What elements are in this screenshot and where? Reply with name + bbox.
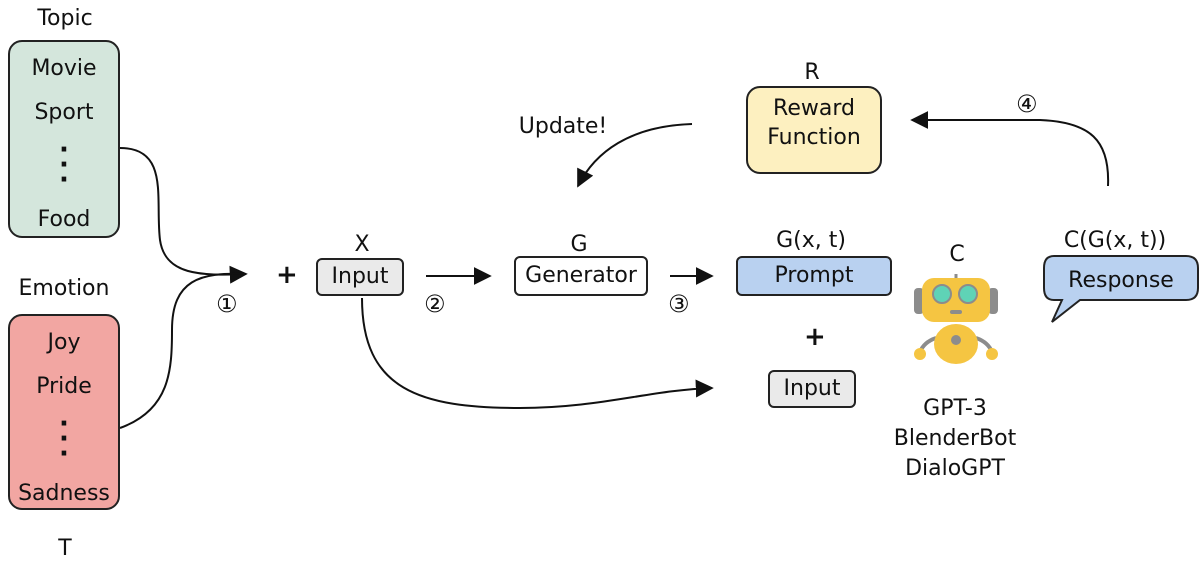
- reward-function-box: Reward Function: [746, 86, 882, 174]
- c-label: C: [949, 242, 965, 267]
- update-feedback-curve: [577, 123, 693, 188]
- emotion-item-joy: Joy: [47, 330, 81, 355]
- emotion-heading: Emotion: [18, 276, 110, 301]
- prompt-input-box: Input: [768, 370, 856, 408]
- gxt-label: G(x, t): [776, 228, 846, 253]
- model-dialogpt: DialoGPT: [905, 456, 1005, 481]
- input-box: Input: [316, 258, 404, 296]
- vertical-ellipsis-icon: ···: [59, 409, 69, 470]
- reward-label-line1: Reward: [773, 96, 855, 121]
- topic-item-sport: Sport: [34, 99, 94, 125]
- step-2-marker: ②: [424, 290, 446, 318]
- model-list: GPT-3 BlenderBot DialoGPT: [880, 394, 1030, 484]
- input-to-second-input-curve: [361, 297, 714, 410]
- g-label: G: [570, 232, 588, 257]
- cgxt-label: C(G(x, t)): [1063, 228, 1167, 253]
- topic-to-merge-curve: [119, 147, 248, 284]
- vertical-ellipsis-icon: ···: [59, 135, 69, 196]
- topic-box: Movie Sport ··· Food: [8, 40, 120, 238]
- emotion-to-merge-curve: [119, 272, 247, 429]
- prompt-box: Prompt: [736, 256, 892, 296]
- r-label: R: [804, 60, 820, 85]
- response-to-reward-curve: [910, 111, 1110, 187]
- topic-item-movie: Movie: [31, 56, 97, 81]
- response-label: Response: [1068, 268, 1174, 293]
- step-4-marker: ④: [1016, 90, 1038, 118]
- response-bubble: [1043, 255, 1199, 323]
- robot-icon: [914, 274, 998, 364]
- reward-label-line2: Function: [767, 125, 861, 150]
- model-gpt3: GPT-3: [923, 396, 987, 421]
- emotion-box: Joy Pride ··· Sadness: [8, 314, 120, 510]
- step-1-marker: ①: [216, 290, 238, 318]
- generator-box: Generator: [514, 256, 648, 296]
- plus-sign: +: [276, 260, 298, 290]
- plus-sign: +: [804, 322, 826, 352]
- update-label: Update!: [518, 114, 608, 139]
- t-label: T: [58, 536, 72, 561]
- step-3-marker: ③: [668, 290, 690, 318]
- topic-heading: Topic: [37, 6, 93, 31]
- topic-item-food: Food: [37, 206, 91, 232]
- emotion-item-pride: Pride: [36, 373, 92, 399]
- x-label: X: [354, 232, 370, 257]
- emotion-item-sadness: Sadness: [18, 480, 110, 506]
- model-blenderbot: BlenderBot: [893, 426, 1017, 451]
